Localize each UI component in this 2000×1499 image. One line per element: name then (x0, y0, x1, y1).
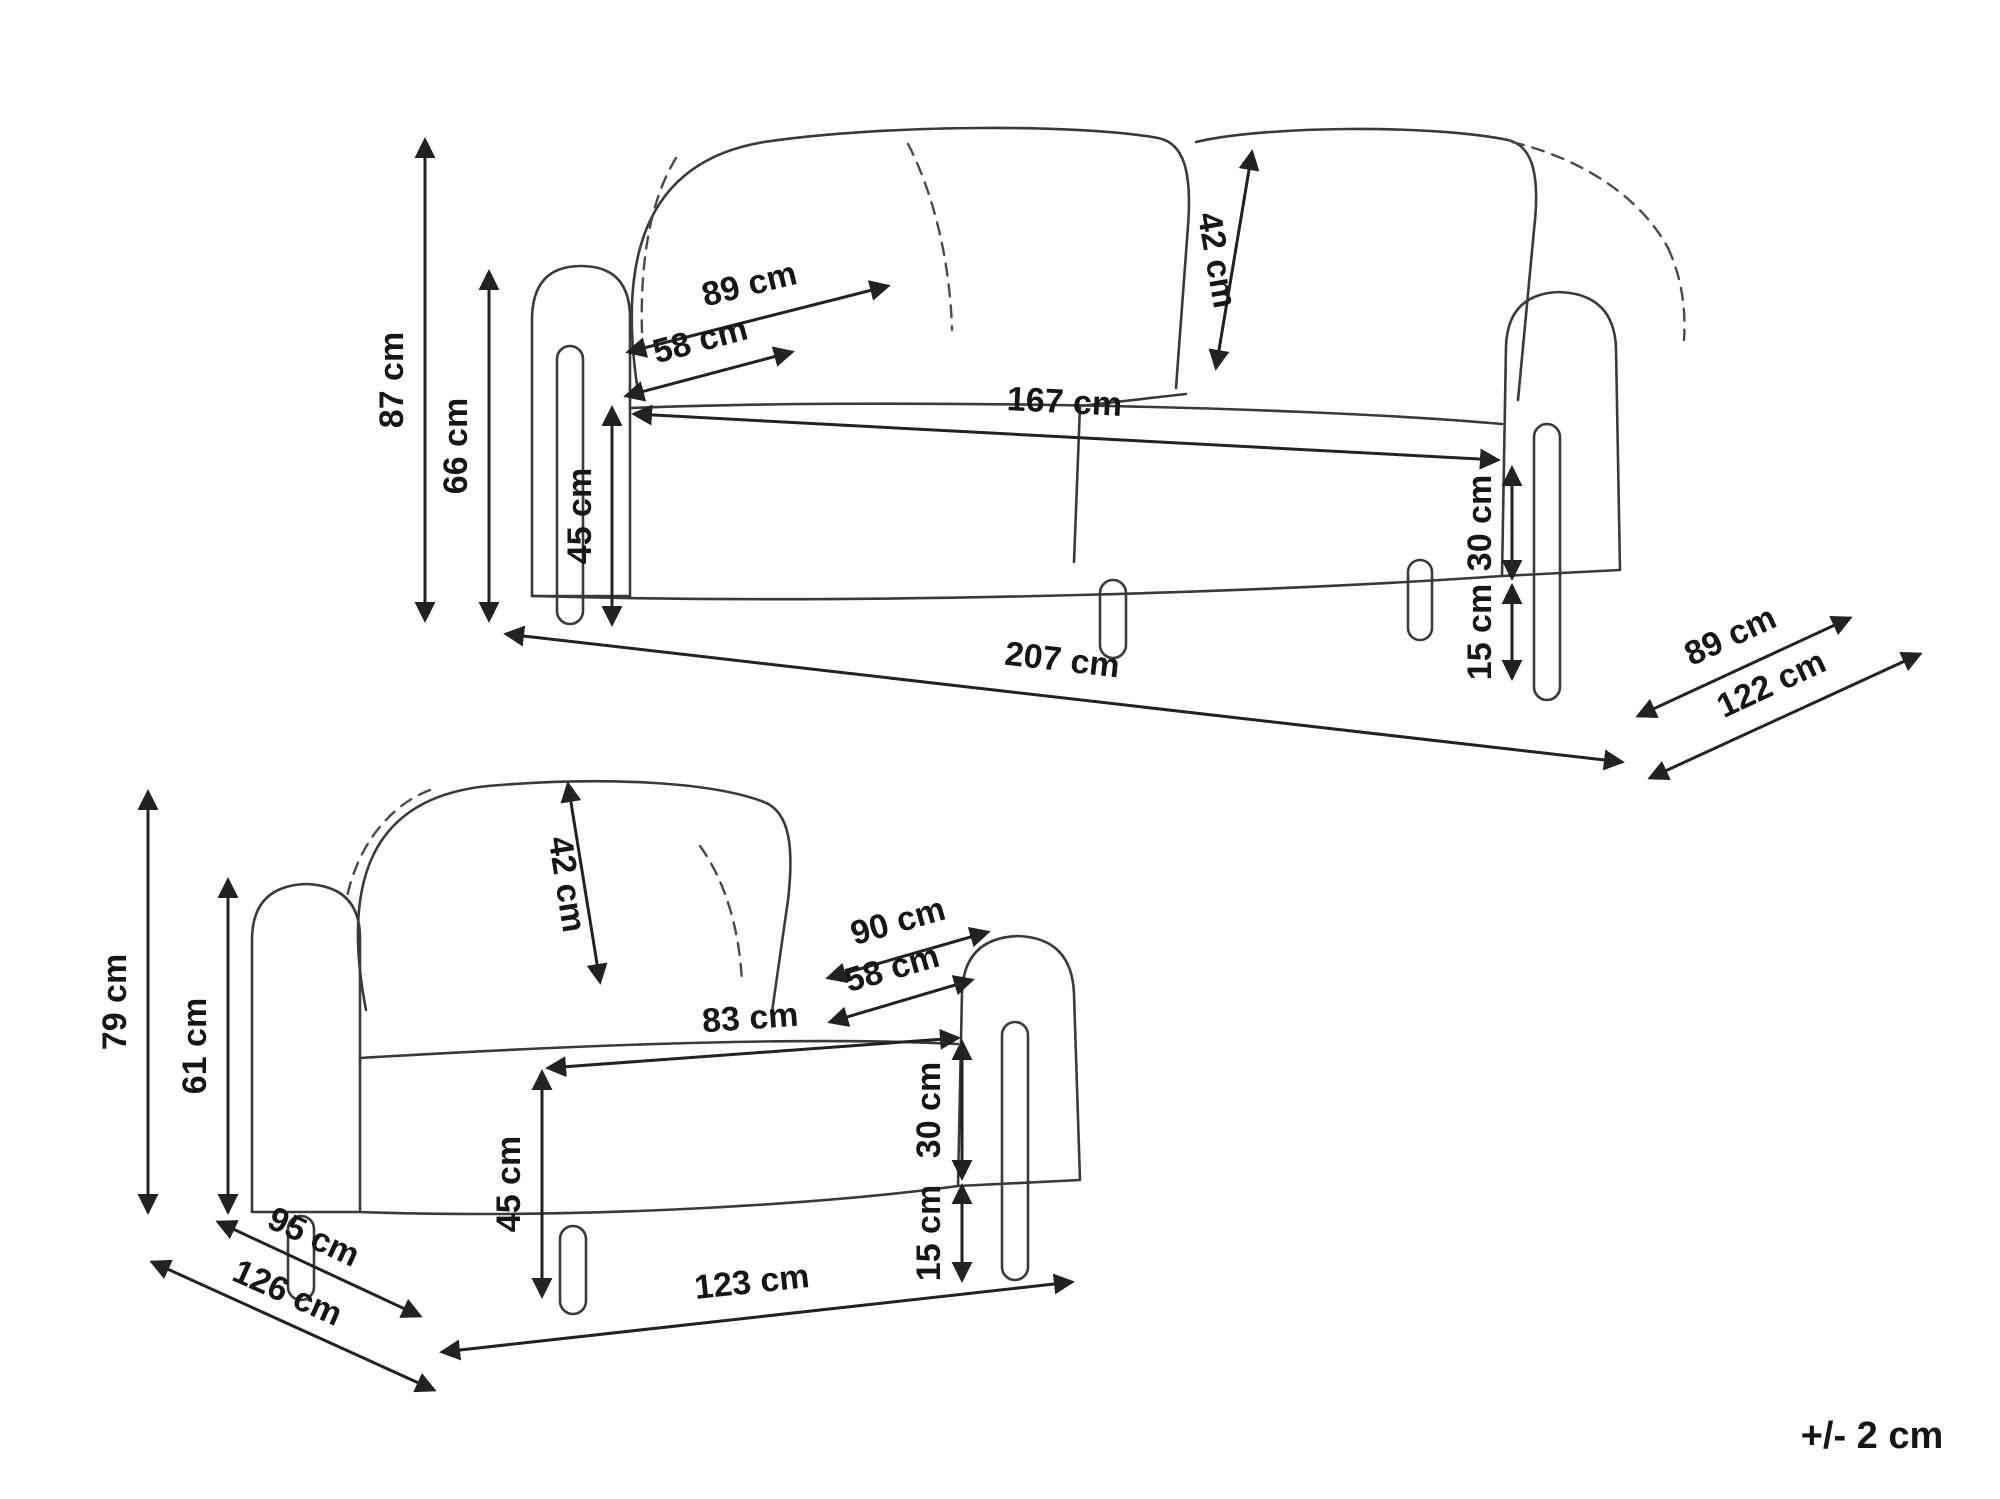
armchair-dim-width-arrow (439, 1273, 1075, 1361)
sofa-dim-seat-height: 45 cm (561, 405, 623, 627)
sofa-dim-depth-arrow (1647, 651, 1923, 781)
armchair-left-arm (250, 882, 362, 1214)
sofa-back-right-hidden-edge (1510, 140, 1670, 250)
sofa-dim-seat-depth-top-label: 89 cm (698, 254, 801, 314)
armchair-right-leg (1000, 1020, 1030, 1282)
armchair-figure: 79 cm 61 cm 42 cm 90 cm 58 cm 83 cm 45 c… (96, 779, 1082, 1393)
sofa-dim-seat-depth-front-label: 58 cm (649, 310, 752, 372)
sofa-back-leg (1406, 558, 1434, 642)
armchair-dim-seat-depth-top-arrow (825, 926, 991, 984)
sofa-back-cushion-right (1194, 127, 1538, 402)
sofa-back-left-hidden-edge (640, 156, 678, 334)
sofa-back-right-hidden-corner (1666, 246, 1686, 342)
armchair-back-hidden-edge-right (698, 844, 744, 986)
sofa-dim-seat-depth-top-arrow (625, 280, 891, 358)
armchair-dim-base-height-label: 30 cm (910, 1062, 948, 1158)
sofa-back-cushion-left-hidden-seam (906, 142, 954, 332)
sofa-right-leg (1532, 422, 1562, 702)
armchair-outline (250, 779, 1082, 1316)
sofa-dim-seat-width: 167 cm (631, 380, 1501, 470)
sofa-dim-seat-depth-front-arrow (623, 346, 795, 402)
armchair-base-bottom-edge (358, 1184, 960, 1216)
sofa-dim-width: 207 cm (503, 625, 1625, 771)
sofa-dim-backrest-height: 42 cm (1190, 149, 1260, 371)
armchair-dim-depth-arrow (149, 1259, 437, 1393)
armchair-dim-height-label: 79 cm (96, 954, 134, 1050)
armchair-right-arm (956, 934, 1082, 1188)
tolerance-note: +/- 2 cm (1801, 1415, 1944, 1457)
armchair-dim-seat-depth-front: 58 cm (827, 937, 975, 1027)
sofa-dim-base-height-label: 30 cm (1461, 475, 1499, 571)
armchair-dim-seat-depth-front-arrow (827, 975, 975, 1027)
armchair-dim-arm-height: 61 cm (176, 877, 239, 1215)
sofa-left-leg (555, 344, 585, 626)
sofa-base-bottom-edge (530, 574, 1504, 601)
armchair-dim-backrest-height-label: 42 cm (541, 834, 594, 935)
sofa-dim-seat-width-arrow (631, 404, 1501, 470)
armchair-dim-backrest-height: 42 cm (541, 781, 608, 985)
armchair-dim-height: 79 cm (96, 789, 159, 1215)
sofa-back-cushion-left (630, 126, 1191, 394)
armchair-dim-leg-height-label: 15 cm (910, 1185, 948, 1281)
sofa-dim-base-height: 30 cm (1461, 465, 1523, 581)
sofa-right-arm (1500, 290, 1622, 578)
armchair-dim-depth: 126 cm (149, 1252, 437, 1393)
sofa-dim-seat-width-label: 167 cm (1006, 380, 1123, 424)
armchair-dim-backrest-height-arrow (560, 781, 608, 985)
armchair-dim-seat-height-label: 45 cm (490, 1136, 528, 1232)
sofa-dim-width-arrow (503, 625, 1625, 771)
armchair-dim-arm-height-label: 61 cm (176, 998, 214, 1094)
armchair-dim-base-height: 30 cm (910, 1039, 973, 1181)
armchair-dim-seat-width-arrow (545, 1028, 961, 1078)
sofa-figure: 87 cm 66 cm 89 cm 58 cm 42 cm 45 cm 167 … (373, 126, 1923, 781)
sofa-dim-seat-depth-front: 58 cm (623, 310, 795, 402)
armchair-dim-seat-height: 45 cm (490, 1069, 553, 1299)
sofa-dim-backrest-height-arrow (1208, 149, 1260, 371)
sofa-dim-seat-height-label: 45 cm (561, 468, 599, 564)
sofa-dim-leg-height-label: 15 cm (1461, 584, 1499, 680)
sofa-dim-height-label: 87 cm (373, 332, 411, 428)
armchair-back-hidden-edge-left (344, 788, 432, 904)
sofa-dim-leg-height: 15 cm (1461, 583, 1523, 681)
armchair-dim-seat-width: 83 cm (545, 996, 961, 1078)
sofa-dim-backrest-height-label: 42 cm (1190, 209, 1244, 311)
sofa-dim-arm-height-label: 66 cm (437, 398, 475, 494)
sofa-dim-width-label: 207 cm (1003, 635, 1122, 686)
armchair-front-leg (558, 1224, 588, 1316)
sofa-dim-depth-seat-label: 89 cm (1679, 598, 1782, 673)
armchair-dim-leg-height: 15 cm (910, 1183, 973, 1283)
armchair-dim-width: 123 cm (439, 1257, 1075, 1361)
armchair-dim-width-label: 123 cm (693, 1257, 812, 1307)
sofa-dim-arm-height: 66 cm (437, 269, 500, 623)
armchair-dim-seat-width-label: 83 cm (701, 996, 800, 1041)
sofa-dim-height: 87 cm (373, 137, 436, 623)
